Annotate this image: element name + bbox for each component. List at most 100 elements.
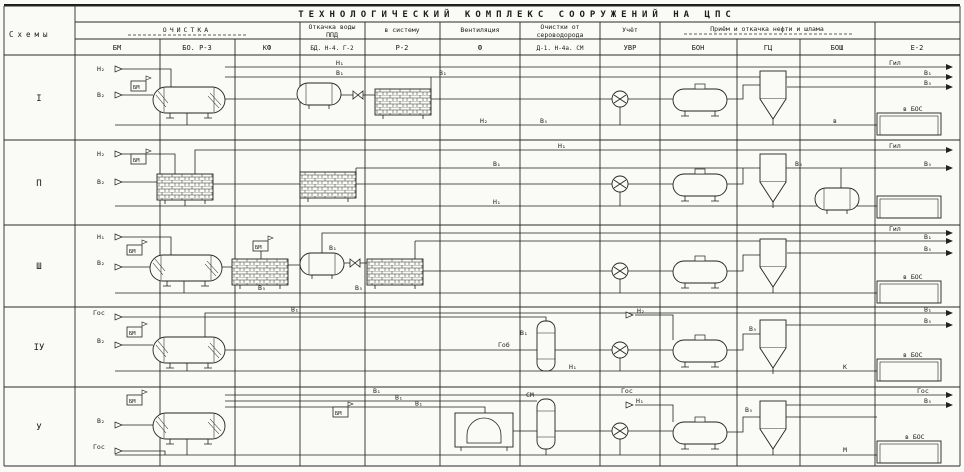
output-label: В₅ xyxy=(924,79,932,87)
hydrocyclone-symbol xyxy=(759,238,787,294)
meter-symbol xyxy=(611,341,629,359)
flow-label: Н₁ xyxy=(558,142,566,150)
settling-tank-symbol xyxy=(149,254,223,287)
output-label: В₅ xyxy=(924,397,932,405)
col-header-d1: Д-1. Н-4а. СМ xyxy=(537,45,584,52)
flow-arrow-icon xyxy=(114,91,123,99)
flow-label: Н₁ xyxy=(336,59,344,67)
flow-arrow-icon xyxy=(114,263,123,271)
col-header-e2: Е-2 xyxy=(911,44,924,52)
col-header-r2: Р-2 xyxy=(396,44,409,52)
flow-label: В₅ xyxy=(540,117,548,125)
group-header-ppd: ППД xyxy=(326,31,338,39)
pipes-row-4 xyxy=(115,312,951,372)
flow-arrow-icon xyxy=(114,421,123,429)
output-label: Гил xyxy=(889,142,901,150)
scheme-row-5: В₂ Гос БМ БМ В₁ В₁ В₁ СМ Гос Н₁ В₅ М Гос… xyxy=(93,387,953,464)
group-header-sero-1: Очистки от xyxy=(540,23,579,31)
scheme-number-1: I xyxy=(36,94,41,104)
sheet-title: ТЕХНОЛОГИЧЕСКИЙ КОМПЛЕКС СООРУЖЕНИЙ НА Ц… xyxy=(298,8,736,20)
destination-label: в БОС xyxy=(905,433,925,441)
meter-symbol xyxy=(611,90,629,108)
flow-label: В₅ xyxy=(795,160,803,168)
flow-label: Гос xyxy=(621,387,633,395)
col-header-bm: БМ xyxy=(113,44,121,52)
output-arrow-icon xyxy=(946,84,953,90)
group-header-sero-2: сероводорода xyxy=(537,31,584,39)
scheme-row-1: Н₂ В₂ БМ Н₁ В₁ В₁ Н₂ В₅ в Гил В₁ В₅ в БО… xyxy=(97,59,953,136)
settling-tank-symbol xyxy=(152,412,226,445)
hydrocyclone-symbol xyxy=(759,153,787,209)
buffer-vessel-symbol xyxy=(299,252,345,280)
group-header-vsistemu: в систему xyxy=(384,26,419,34)
oil-receiver-symbol xyxy=(672,168,728,202)
flow-label: Н₁ xyxy=(493,198,501,206)
scheme-number-3: Ш xyxy=(36,262,41,272)
e2-tank-symbol xyxy=(876,112,942,136)
oil-receiver-symbol xyxy=(672,334,728,368)
output-arrow-icon xyxy=(946,250,953,256)
pump-house-symbol xyxy=(374,88,432,120)
degasser-column-symbol xyxy=(536,320,556,372)
flow-label: В₁ xyxy=(439,69,447,77)
flow-label: в xyxy=(833,117,837,125)
output-label: В₅ xyxy=(924,317,932,325)
col-header-bd: БД. Н-4. Г-2 xyxy=(310,45,354,52)
output-arrow-icon xyxy=(946,402,953,408)
oil-receiver-symbol xyxy=(672,255,728,289)
flow-label: Н₂ xyxy=(97,150,105,158)
oil-receiver-symbol xyxy=(672,83,728,117)
pipes-row-2 xyxy=(115,149,951,207)
flow-label: Гоб xyxy=(498,341,510,349)
valve-symbol xyxy=(352,90,364,100)
flow-label: В₁ xyxy=(336,69,344,77)
flow-label: В₅ xyxy=(749,325,757,333)
flow-arrow-icon xyxy=(625,401,634,409)
flow-label: Н₂ xyxy=(480,117,488,125)
flow-label: В₂ xyxy=(97,178,105,186)
output-label: В₅ xyxy=(924,160,932,168)
bm-unit-label: БМ xyxy=(335,411,342,417)
flow-arrow-icon xyxy=(625,311,634,319)
degasser-column-symbol xyxy=(536,398,556,450)
flow-label: В₅ xyxy=(355,284,363,292)
flow-label: В₂ xyxy=(97,417,105,425)
scheme-number-5: У xyxy=(36,423,42,433)
e2-tank-symbol xyxy=(876,440,942,464)
group-header-ochistka: ОЧИСТКА xyxy=(163,26,211,34)
pipes-row-1 xyxy=(115,66,951,126)
bm-unit-label: БМ xyxy=(129,249,136,255)
flow-label: В₁ xyxy=(329,244,337,252)
pump-house-symbol xyxy=(299,171,357,203)
bm-unit-label: БМ xyxy=(129,399,136,405)
output-arrow-icon xyxy=(946,322,953,328)
flow-label: В₁ xyxy=(520,329,528,337)
output-label: В₁ xyxy=(924,69,932,77)
flow-label: Гос xyxy=(93,443,105,451)
flow-label: В₁ xyxy=(291,306,299,314)
destination-label: в БОС xyxy=(903,105,923,113)
flow-label: В₁ xyxy=(493,160,501,168)
output-label: Гос xyxy=(917,387,929,395)
flow-arrow-icon xyxy=(114,65,123,73)
group-header-priem: Приём и откачка нефти и шлама xyxy=(710,25,824,33)
meter-symbol xyxy=(611,262,629,280)
output-arrow-icon xyxy=(946,230,953,236)
output-arrow-icon xyxy=(946,147,953,153)
pump-house-symbol xyxy=(366,258,424,290)
output-arrow-icon xyxy=(946,238,953,244)
hydrocyclone-symbol xyxy=(759,319,787,375)
output-arrow-icon xyxy=(946,392,953,398)
sheet-top-rule xyxy=(4,4,960,7)
output-arrow-icon xyxy=(946,74,953,80)
group-header-uchet: Учёт xyxy=(622,26,638,34)
col-header-uvr: УВР xyxy=(624,44,637,52)
buffer-vessel-symbol xyxy=(296,82,342,110)
bm-unit-label: БМ xyxy=(129,331,136,337)
scheme-number-4: IУ xyxy=(34,343,45,353)
destination-label: в БОС xyxy=(903,351,923,359)
hydrocyclone-symbol xyxy=(759,400,787,456)
flow-label: В₅ xyxy=(745,406,753,414)
flow-label: В₁ xyxy=(415,400,423,408)
